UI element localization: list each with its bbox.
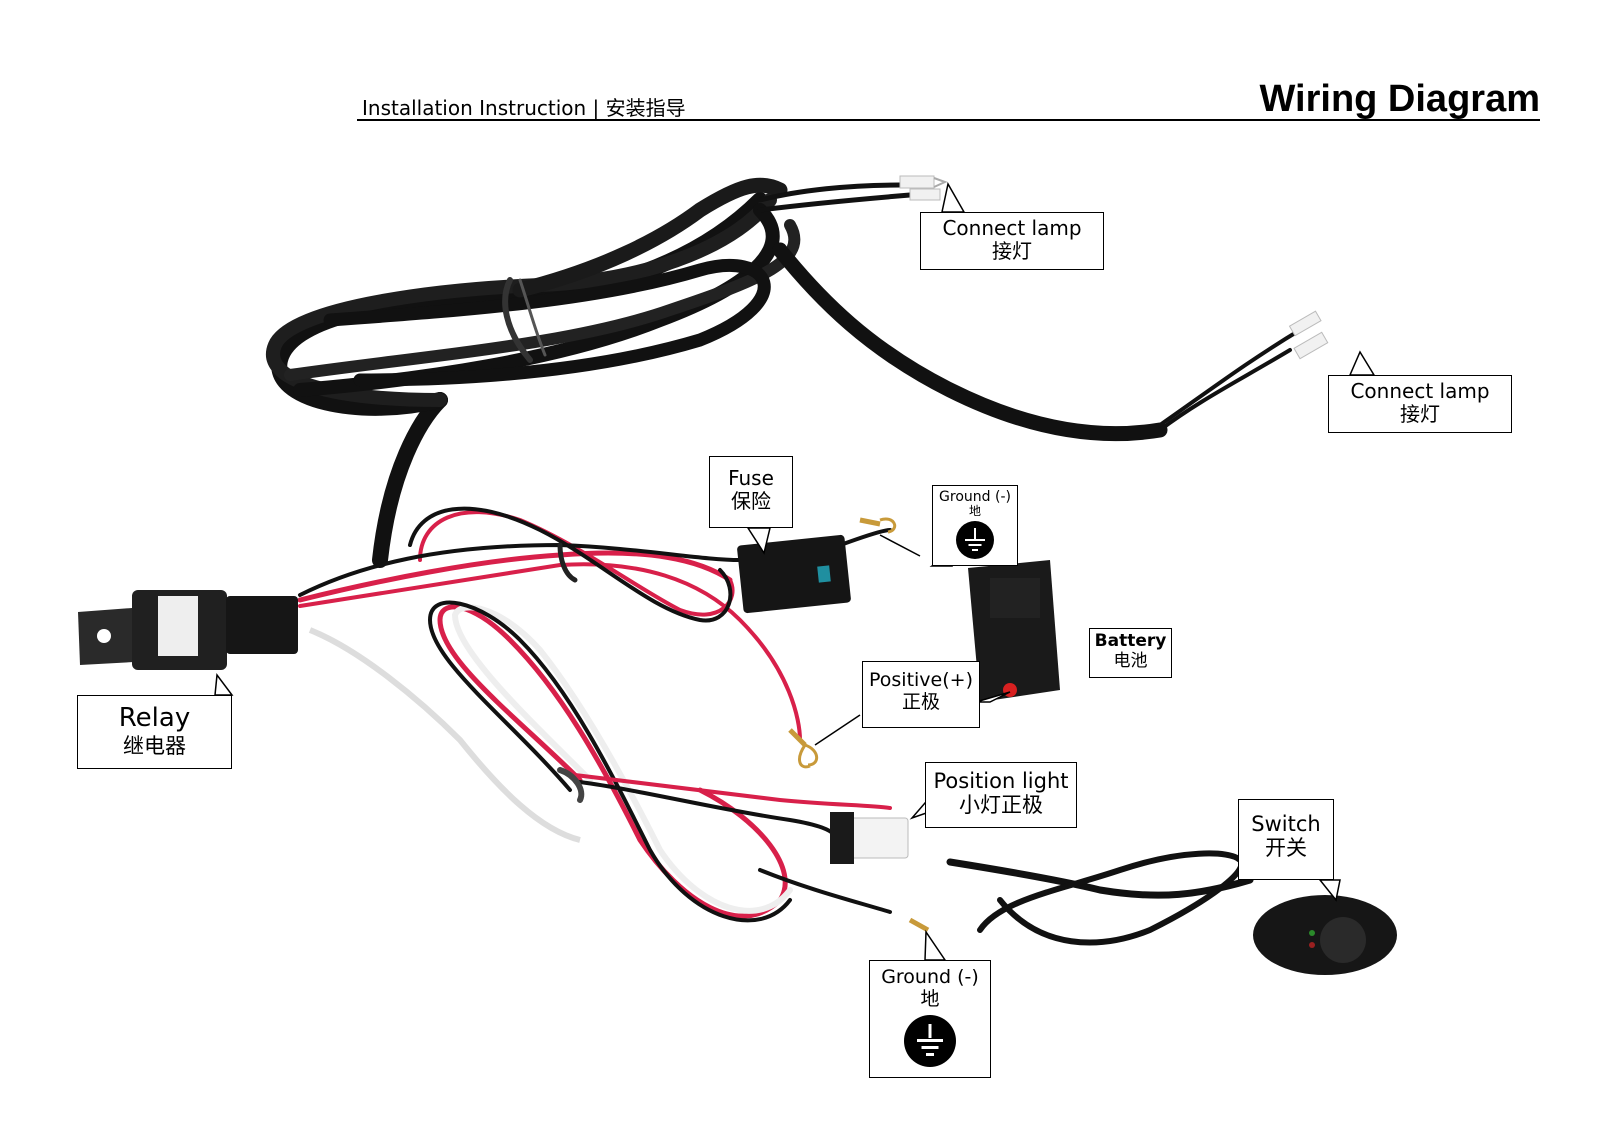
power-wire-loop bbox=[297, 506, 892, 742]
switch-wire-loop bbox=[427, 600, 1254, 946]
callout-connect-lamp-right: Connect lamp 接灯 bbox=[1328, 375, 1512, 433]
positive-terminal bbox=[788, 728, 819, 769]
ground-label-cn: 地 bbox=[968, 504, 981, 519]
callout-switch: Switch 开关 bbox=[1238, 799, 1334, 880]
ground-label-en: Ground (-) bbox=[939, 489, 1011, 505]
battery-label-cn: 电池 bbox=[1113, 650, 1148, 671]
position-light-label-cn: 小灯正极 bbox=[959, 793, 1043, 818]
white-wire-loop bbox=[308, 627, 581, 843]
page-title: Wiring Diagram bbox=[1259, 78, 1540, 120]
switch-label-en: Switch bbox=[1251, 812, 1321, 836]
connect-lamp-label-cn: 接灯 bbox=[992, 239, 1032, 263]
lamp-connector-top bbox=[899, 175, 948, 201]
battery-label-en: Battery bbox=[1094, 631, 1167, 651]
fuse-holder bbox=[737, 534, 851, 614]
relay-illustration bbox=[78, 590, 298, 670]
relay-label-en: Relay bbox=[118, 703, 191, 733]
callout-ground-top: Ground (-) 地 bbox=[932, 485, 1018, 566]
callout-relay: Relay 继电器 bbox=[77, 695, 232, 769]
lamp-cable-bundle bbox=[266, 177, 1302, 568]
header-subtitle: Installation Instruction | 安装指导 bbox=[362, 96, 686, 120]
positive-leader-line bbox=[814, 714, 861, 746]
ground-label-cn: 地 bbox=[920, 987, 940, 1010]
switch-illustration bbox=[1253, 895, 1397, 975]
header-divider bbox=[357, 119, 1540, 121]
fuse-label-cn: 保险 bbox=[731, 489, 771, 513]
ground-terminal-bottom bbox=[908, 917, 930, 933]
callout-positive: Positive(+) 正极 bbox=[862, 661, 980, 728]
relay-label-cn: 继电器 bbox=[123, 733, 186, 758]
position-light-connector bbox=[830, 812, 909, 864]
lamp-connector-right bbox=[1288, 310, 1329, 360]
fuse-label-en: Fuse bbox=[728, 466, 774, 490]
connect-lamp-label-en: Connect lamp bbox=[1350, 379, 1490, 403]
positive-label-en: Positive(+) bbox=[869, 669, 973, 691]
positive-label-cn: 正极 bbox=[901, 690, 940, 713]
callout-battery: Battery 电池 bbox=[1089, 628, 1172, 678]
ground-label-en: Ground (-) bbox=[881, 966, 979, 988]
ground-leader-line bbox=[879, 534, 921, 557]
position-light-label-en: Position light bbox=[933, 769, 1069, 793]
ground-symbol-icon bbox=[904, 1014, 956, 1067]
connect-lamp-label-en: Connect lamp bbox=[942, 216, 1082, 240]
battery-illustration bbox=[968, 560, 1060, 702]
callout-connect-lamp-top: Connect lamp 接灯 bbox=[920, 212, 1104, 270]
switch-label-cn: 开关 bbox=[1265, 836, 1307, 861]
connect-lamp-label-cn: 接灯 bbox=[1400, 402, 1440, 426]
callout-position-light: Position light 小灯正极 bbox=[925, 762, 1077, 828]
ground-terminal-top bbox=[859, 517, 897, 534]
ground-symbol-icon bbox=[956, 520, 994, 559]
callout-ground-bottom: Ground (-) 地 bbox=[869, 960, 991, 1078]
callout-fuse: Fuse 保险 bbox=[709, 456, 793, 528]
